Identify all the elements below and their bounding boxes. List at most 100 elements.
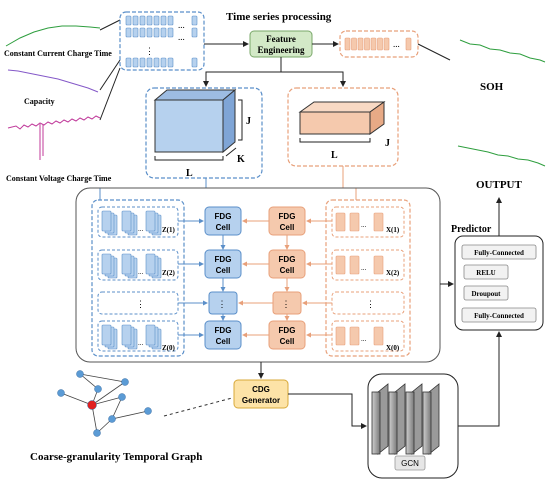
x-group <box>325 199 411 357</box>
series-bar <box>167 15 174 26</box>
tensor2d-side <box>369 101 385 135</box>
capacity-curve <box>7 69 99 93</box>
output-curve <box>457 145 546 167</box>
x-row-box <box>331 206 405 238</box>
fdg-cell-line2: Cell <box>280 223 295 232</box>
z-stack-slice <box>121 210 132 232</box>
x-bar <box>335 326 346 346</box>
cdg-line1: CDG <box>252 385 270 394</box>
graph-node <box>94 385 102 393</box>
arrow-cdg-to-gcn <box>288 393 367 429</box>
bank-vdots: ⋮ <box>145 46 154 56</box>
x-row-box <box>331 320 405 352</box>
x-row-ellipsis: ... <box>361 264 367 272</box>
z-row-ellipsis: ... <box>138 268 144 276</box>
feature-engineering-line2: Engineering <box>257 45 305 55</box>
graph-label: Coarse-granularity Temporal Graph <box>30 451 202 463</box>
fdg-cell-line1: FDG <box>215 255 232 264</box>
series-bar <box>153 27 160 38</box>
series-bar <box>139 57 146 68</box>
series-bar <box>160 57 167 68</box>
gcn-label-box <box>394 455 426 471</box>
graph-edge <box>60 392 93 406</box>
x-row-ellipsis: ... <box>361 335 367 343</box>
feature-bar <box>344 37 351 51</box>
series-bar <box>125 27 132 38</box>
feature-bar <box>405 37 412 51</box>
arrow-2d-down <box>342 166 357 200</box>
z-group <box>91 199 185 357</box>
tensor2d-dim-l-bracket <box>299 138 371 143</box>
raw-series-bars <box>125 15 198 68</box>
x-rows: ......... <box>331 206 405 352</box>
tensor3d-dim-k-line <box>225 147 237 157</box>
tensor2d-front <box>299 111 371 135</box>
predictor-layer-fc1-label: Fully-Connected <box>474 249 524 257</box>
series-bar <box>153 57 160 68</box>
bank-ellipsis-row1: ... <box>178 20 185 30</box>
z-rows: ......... <box>97 206 179 352</box>
z-stack-slice <box>101 210 112 232</box>
feature-bar <box>351 37 357 51</box>
z-ellipsis-dots: ⋮ <box>136 299 145 309</box>
soh-label: SOH <box>480 81 504 93</box>
z-label-3: Z(0) <box>162 344 176 352</box>
fdg-cell-line2: Cell <box>280 337 295 346</box>
tensor3d-dim-j: J <box>246 116 251 127</box>
connector-soh <box>417 43 451 61</box>
x-bar <box>373 326 384 346</box>
gcn-label: GCN <box>401 459 419 468</box>
tensor2d-frame <box>287 87 399 167</box>
z-label-1: Z(1) <box>162 226 176 234</box>
fdg-cell-line1: FDG <box>215 212 232 221</box>
feature-bar <box>377 37 383 51</box>
series-bar <box>132 15 139 26</box>
series-bar <box>160 27 167 38</box>
gcn-layer-front <box>388 391 398 455</box>
series-bar <box>167 57 174 68</box>
feature-engineering-line1: Feature <box>266 34 296 44</box>
z-stack-slice <box>101 324 112 346</box>
graph-edge <box>91 396 123 406</box>
x-bar <box>349 255 360 275</box>
output-label: OUTPUT <box>476 179 523 191</box>
z-row-box <box>97 320 179 352</box>
predictor-layer-fc1 <box>461 244 537 260</box>
predictor-layer-relu-label: RELU <box>476 269 495 277</box>
fdg-cell-line1: FDG <box>215 326 232 335</box>
series-bar <box>132 27 139 38</box>
connector <box>99 59 121 91</box>
arrow-fe-to-2d <box>281 71 346 87</box>
fdg-cells: FDGCellFDGCellFDGCellFDGCellFDGCellFDGCe… <box>178 206 332 350</box>
z-stack-slice <box>145 324 156 346</box>
graph-node <box>57 389 65 397</box>
fdg-cell-line2: Cell <box>280 266 295 275</box>
cc-label: Constant Current Charge Time <box>4 49 112 58</box>
z-label-2: Z(2) <box>162 269 176 277</box>
series-bar <box>139 15 146 26</box>
x-label-1: X(1) <box>386 226 400 234</box>
series-bar <box>125 57 132 68</box>
graph-node <box>108 415 116 423</box>
series-bar <box>146 15 153 26</box>
bank-ellipsis-row2: ... <box>178 32 185 42</box>
fdg-cell <box>204 320 242 350</box>
series-bar <box>191 57 198 68</box>
z-row-ellipsis: ... <box>138 225 144 233</box>
fdg-cell-line1: FDG <box>279 326 296 335</box>
predictor-layer-fc2-label: Fully-Connected <box>474 312 524 320</box>
graph-node <box>93 429 101 437</box>
feature-bar <box>383 37 390 51</box>
x-bar <box>335 255 346 275</box>
x-row-box <box>331 249 405 281</box>
soh-curve <box>459 39 546 63</box>
series-bar <box>139 27 146 38</box>
tensor2d-dim-j: J <box>385 138 390 149</box>
x-bar <box>335 212 346 232</box>
feature-bar <box>370 37 377 51</box>
z-row-box <box>97 249 179 281</box>
x-bar <box>373 212 384 232</box>
feature-bank-bars <box>344 37 412 51</box>
connector <box>99 19 121 31</box>
